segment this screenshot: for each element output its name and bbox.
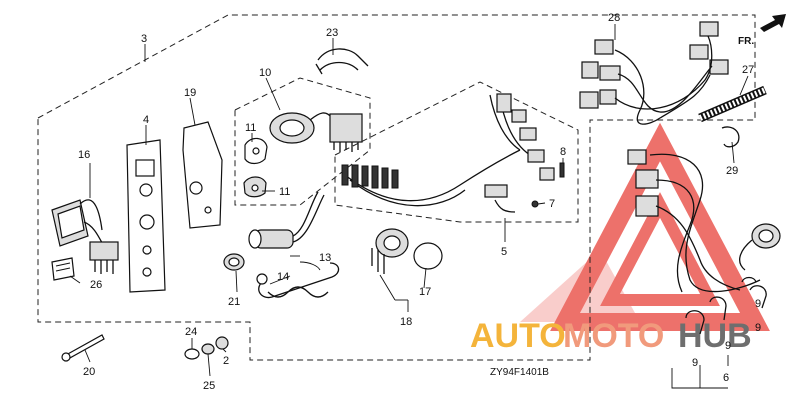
clip-9-b — [709, 296, 727, 321]
bracket-19 — [182, 121, 223, 229]
clip-9-a — [685, 310, 705, 335]
callout-26: 26 — [90, 279, 102, 291]
clip-7 — [531, 200, 539, 208]
panel-plate-4 — [126, 139, 166, 293]
ignition-switch-10 — [269, 112, 363, 152]
lens-17 — [413, 242, 443, 270]
callout-28: 28 — [608, 12, 620, 24]
direction-label: FR. — [738, 36, 754, 47]
callout-11-b: 11 — [279, 186, 290, 198]
callout-23: 23 — [326, 27, 338, 39]
callout-19: 19 — [184, 87, 196, 99]
callout-9-c: 9 — [755, 298, 761, 310]
callout-18: 18 — [400, 316, 412, 328]
callout-17: 17 — [419, 286, 431, 298]
callout-20: 20 — [83, 366, 95, 378]
callout-29: 29 — [726, 165, 738, 177]
callout-9-b: 9 — [725, 340, 731, 352]
callout-8: 8 — [560, 146, 566, 158]
clamp-23 — [315, 48, 369, 75]
callout-27: 27 — [742, 64, 754, 76]
callout-3: 3 — [141, 33, 147, 45]
washer-24 — [184, 348, 200, 360]
clip-9-c — [749, 285, 767, 309]
watermark-hub: HUB — [678, 317, 752, 355]
stop-switch-13 — [248, 191, 325, 271]
washer-25 — [201, 343, 215, 355]
lamp-18 — [371, 228, 409, 274]
nut-2 — [215, 336, 229, 350]
callout-4: 4 — [143, 114, 149, 126]
callout-10: 10 — [259, 67, 271, 79]
callout-11-a: 11 — [245, 122, 256, 134]
harness-connectors-left — [341, 164, 399, 189]
diagram-code: ZY94F1401B — [490, 367, 549, 378]
callout-24: 24 — [185, 326, 197, 338]
screw-20 — [61, 334, 105, 362]
tube-27 — [698, 85, 767, 123]
watermark: AUTO MOTO HUB — [470, 122, 770, 355]
callout-21: 21 — [228, 296, 240, 308]
callout-7: 7 — [549, 198, 555, 210]
callout-16: 16 — [78, 149, 90, 161]
sub-outline-5 — [334, 81, 579, 223]
callout-5: 5 — [501, 246, 507, 258]
callout-9-a: 9 — [692, 357, 698, 369]
clip-9-d — [741, 276, 757, 283]
callout-6: 6 — [723, 372, 729, 384]
callout-2: 2 — [223, 355, 229, 367]
watermark-triangle-icon — [520, 122, 770, 331]
callout-labels: 3 4 16 26 19 10 11 11 23 13 14 21 18 17 … — [78, 12, 761, 392]
cap-11 — [243, 176, 267, 198]
callout-25: 25 — [203, 380, 215, 392]
label-plate-26 — [51, 257, 75, 281]
leader-lines — [69, 24, 749, 389]
watermark-auto: AUTO — [470, 317, 566, 355]
sub-outline-10 — [234, 77, 371, 206]
watermark-moto: MOTO — [563, 317, 664, 355]
lanyard-14 — [256, 262, 340, 299]
front-direction-arrow-icon — [760, 14, 786, 32]
clip-29 — [721, 126, 740, 148]
extension-harness-28 — [579, 21, 729, 125]
pin-8 — [559, 162, 565, 178]
main-harness-6 — [627, 149, 781, 293]
harness-5 — [341, 93, 555, 213]
callout-13: 13 — [319, 252, 331, 264]
switch-16 — [51, 199, 119, 274]
callout-9-d: 9 — [755, 322, 761, 334]
assembly-outline-3 — [37, 14, 756, 361]
callout-14: 14 — [277, 271, 289, 283]
key-11 — [244, 137, 268, 165]
